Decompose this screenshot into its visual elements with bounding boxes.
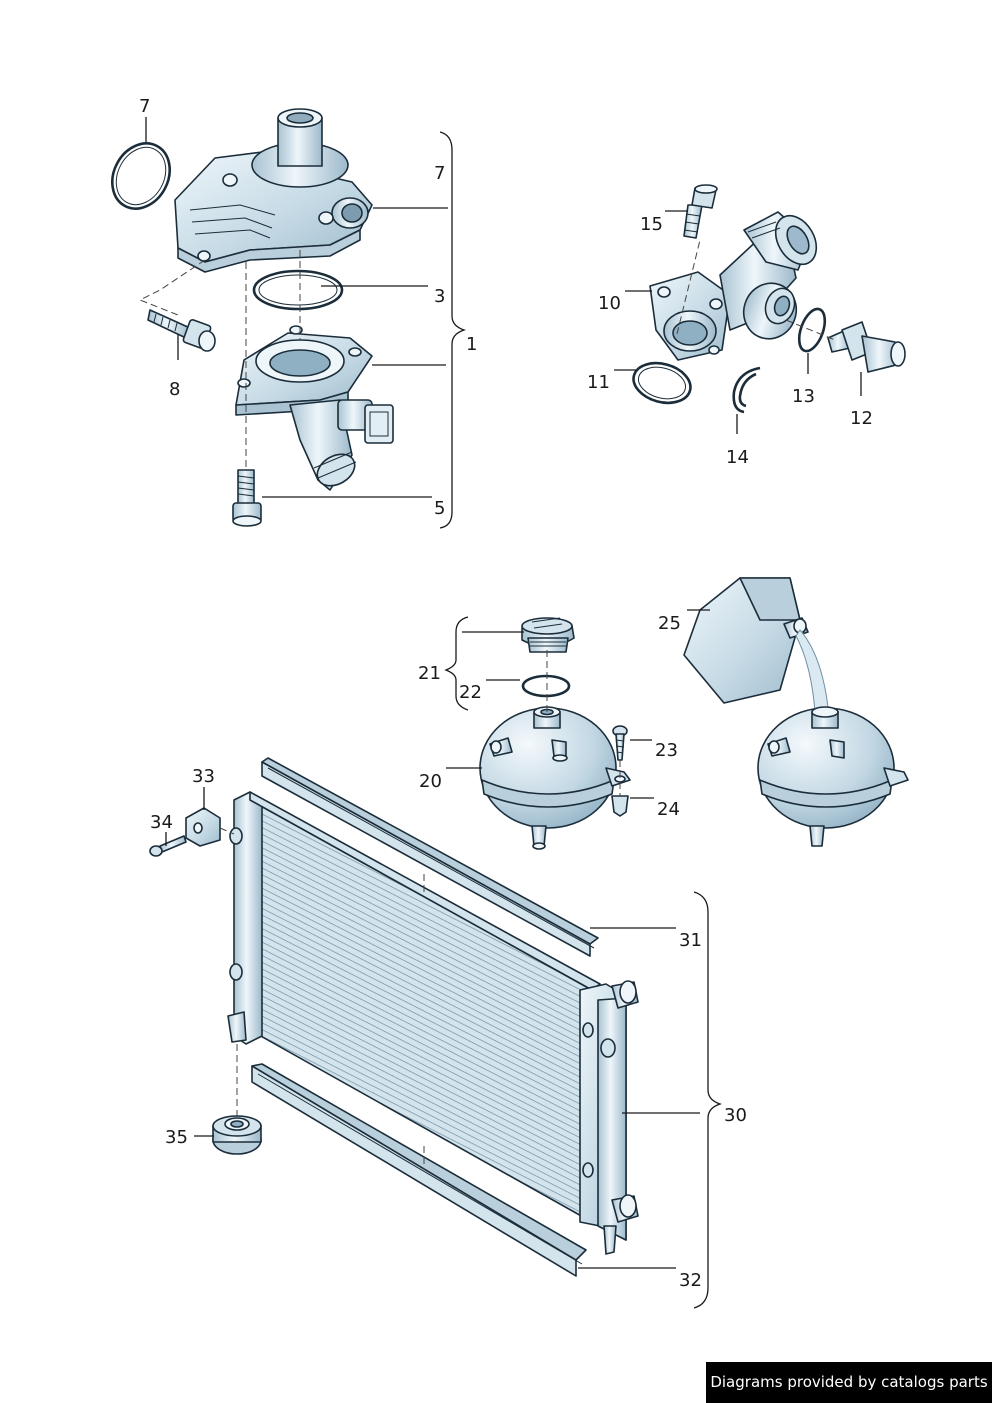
label-30: 30 [724,1105,747,1126]
label-1: 1 [466,334,477,355]
coolant-flange-upper [174,108,373,273]
temperature-sender-12 [827,321,906,373]
footer-credit: Diagrams provided by catalogs parts [706,1362,992,1403]
label-34: 34 [150,812,173,833]
label-13: 13 [792,386,815,407]
label-21: 21 [418,663,441,684]
seal-strip-32 [251,1063,587,1277]
seal-ring-22 [521,674,571,698]
label-24: 24 [657,799,680,820]
bolt-8 [147,309,216,352]
label-35: 35 [165,1127,188,1148]
clip-24 [611,795,629,817]
label-5: 5 [434,498,445,519]
label-11: 11 [587,372,610,393]
thermostat-housing-group [111,108,394,527]
label-25: 25 [658,613,681,634]
label-12: 12 [850,408,873,429]
o-ring-13 [797,307,827,353]
bracket-33 [185,807,221,847]
coolant-bottle [683,577,831,731]
radiator-group [149,757,639,1277]
retaining-clip-14 [732,366,761,414]
seal-strip-31 [261,757,599,957]
label-20: 20 [419,771,442,792]
screw-23 [612,725,628,761]
label-7-oring: 7 [139,96,150,117]
bolt-15 [683,184,718,239]
label-22: 22 [459,682,482,703]
label-15: 15 [640,214,663,235]
filler-cap [521,617,575,653]
o-ring-7 [111,142,171,210]
bolt-5 [232,469,262,527]
label-7-flange: 7 [434,163,445,184]
label-10: 10 [598,293,621,314]
rubber-mount-35 [212,1115,262,1155]
label-31: 31 [679,930,702,951]
label-33: 33 [192,766,215,787]
thermostat-housing [235,325,394,491]
label-3: 3 [434,286,445,307]
coolant-flange-group [632,184,906,414]
coolant-flange [649,211,818,361]
radiator [227,791,639,1255]
expansion-tank [479,706,631,850]
label-14: 14 [726,447,749,468]
screw-34 [149,835,187,857]
o-ring-11 [632,361,692,405]
expansion-tank-group [479,577,909,850]
o-ring-3 [252,269,344,311]
label-8: 8 [169,379,180,400]
label-23: 23 [655,740,678,761]
expansion-tank-filled [757,706,909,847]
label-32: 32 [679,1270,702,1291]
